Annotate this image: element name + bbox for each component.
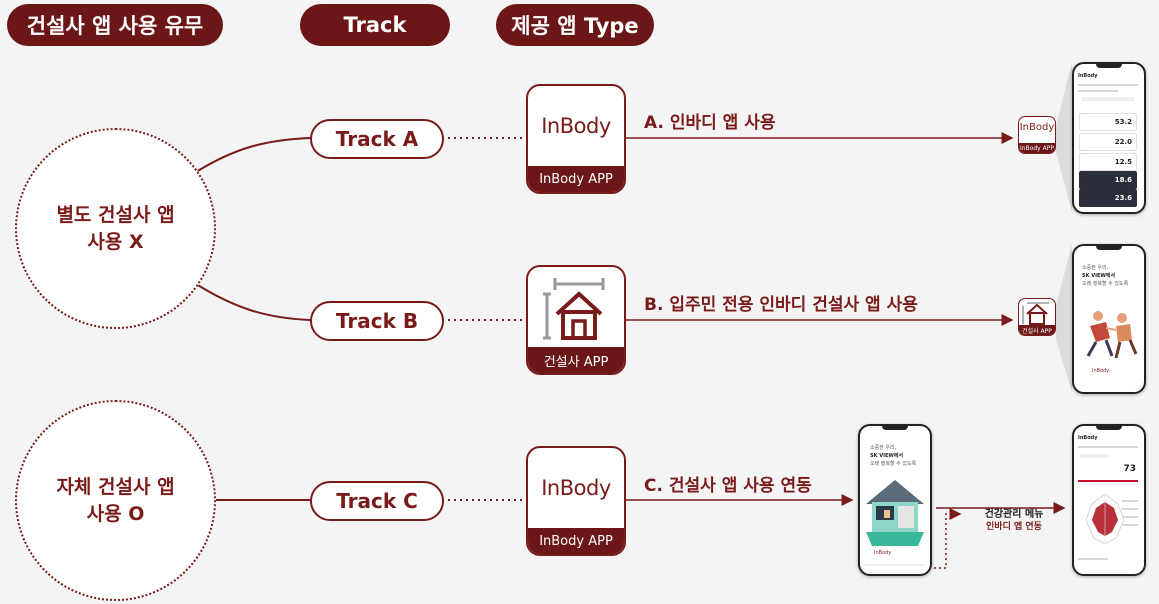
group-no-builder-app-line2: 사용 X <box>87 230 144 253</box>
phone-builder-app-home: 소중한 우리, SK VIEW에서 오래 행복할 수 있도록 InBody <box>858 424 932 576</box>
result-card: 23.6 <box>1079 189 1137 207</box>
phone-brand: InBody <box>1078 435 1098 441</box>
house-illustration <box>866 480 924 546</box>
header-builder-app-usage: 건설사 앱 사용 유무 <box>7 4 223 46</box>
phone-inbody-results: InBody 53.2 22.0 12.5 18.6 23.6 <box>1072 62 1146 214</box>
health-menu-link-label: 건강관리 메뉴 인바디 앱 연동 <box>958 508 1070 534</box>
mini-app-caption: 건설사 APP <box>1019 325 1055 335</box>
group-own-builder-app-line1: 자체 건설사 앱 <box>56 475 175 498</box>
splash-brand: InBody <box>874 550 892 556</box>
splash-line3: 오래 행복할 수 있도록 <box>870 461 917 467</box>
app-tile-track-b: 건설사 APP <box>526 265 626 375</box>
result-card: 18.6 <box>1079 171 1137 189</box>
phone-brand: InBody <box>1078 73 1098 79</box>
route-label-a: A. 인바디 앱 사용 <box>644 113 776 133</box>
mini-app-icon-inbody: InBody InBody APP <box>1018 116 1056 154</box>
app-tile-caption: 건설사 APP <box>528 347 624 373</box>
app-tile-caption: InBody APP <box>528 166 624 192</box>
track-b-pill: Track B <box>310 301 444 341</box>
phone-inbody-body-composition: InBody 73 <box>1072 424 1146 576</box>
splash-brand: InBody <box>1092 368 1110 374</box>
body-composition-chart <box>1085 493 1125 545</box>
mini-app-icon-builder: 건설사 APP <box>1018 298 1056 336</box>
group-own-builder-app: 자체 건설사 앱 사용 O <box>15 400 216 601</box>
dotted-c-link <box>934 508 962 569</box>
app-tile-caption: InBody APP <box>528 528 624 554</box>
splash-line1: 소중한 우리, <box>870 445 897 451</box>
zoom-fan-a <box>1056 62 1072 212</box>
house-icon <box>1022 302 1049 325</box>
route-label-b: B. 입주민 전용 인바디 건설사 앱 사용 <box>644 295 918 315</box>
splash-line1: 소중한 우리, <box>1082 265 1109 271</box>
track-c-pill: Track C <box>310 481 444 521</box>
group-no-builder-app: 별도 건설사 앱 사용 X <box>15 128 216 329</box>
inbody-logo: InBody <box>1019 122 1055 133</box>
app-tile-track-c: InBody InBody APP <box>526 446 626 556</box>
curve-group1-track-b <box>195 283 311 321</box>
splash-line2: SK VIEW에서 <box>870 453 904 459</box>
result-card: 22.0 <box>1079 133 1137 151</box>
mini-app-caption: InBody APP <box>1019 143 1055 153</box>
zoom-fan-b <box>1056 244 1072 392</box>
curve-group1-track-a <box>195 137 311 173</box>
result-card: 12.5 <box>1079 153 1137 171</box>
header-provided-app-type: 제공 앱 Type <box>496 4 654 46</box>
house-icon <box>543 278 605 340</box>
result-card: 53.2 <box>1079 113 1137 131</box>
inbody-logo: InBody <box>541 114 611 138</box>
health-menu-line2: 인바디 앱 연동 <box>986 522 1042 532</box>
running-people-illustration <box>1086 311 1138 359</box>
phone-builder-app-splash: 소중한 우리, SK VIEW에서 오래 행복할 수 있도록 InBody <box>1072 244 1146 394</box>
track-a-pill: Track A <box>310 119 444 159</box>
group-no-builder-app-line1: 별도 건설사 앱 <box>56 203 175 226</box>
splash-line3: 오래 행복할 수 있도록 <box>1082 281 1129 287</box>
route-label-c: C. 건설사 앱 사용 연동 <box>644 476 812 496</box>
app-tile-track-a: InBody InBody APP <box>526 84 626 194</box>
inbody-logo: InBody <box>541 476 611 500</box>
group-own-builder-app-line2: 사용 O <box>86 502 145 525</box>
health-menu-line1: 건강관리 메뉴 <box>984 509 1044 520</box>
splash-line2: SK VIEW에서 <box>1082 273 1116 279</box>
score-value: 73 <box>1123 464 1136 474</box>
header-track: Track <box>300 4 450 46</box>
